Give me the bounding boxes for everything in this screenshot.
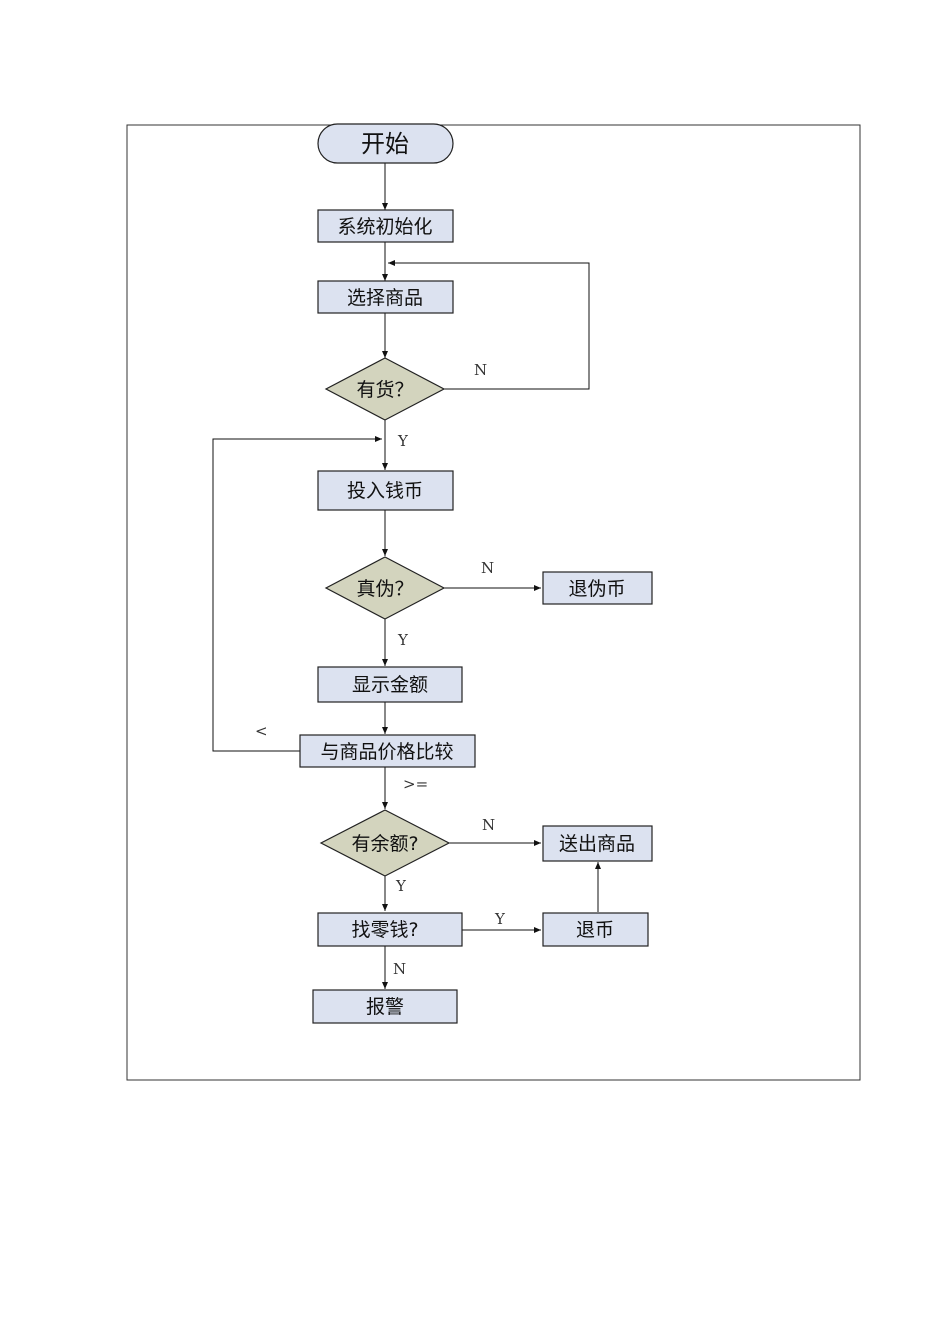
stock-no-label: N <box>474 361 487 379</box>
edge-stock-no-loop <box>388 260 590 390</box>
change-no-label: N <box>393 960 406 978</box>
insert-label: 投入钱币 <box>347 480 423 502</box>
less-label: < <box>255 722 268 740</box>
node-balance: 有余额? <box>319 809 451 877</box>
alarm-label: 报警 <box>366 996 404 1018</box>
node-insert: 投入钱币 <box>317 470 454 511</box>
node-refund: 退币 <box>542 912 649 947</box>
in-stock-diamond <box>324 357 446 421</box>
genuine-yes-label: Y <box>397 631 409 649</box>
balance-diamond <box>319 809 451 877</box>
edge-compare-less-loop <box>212 436 382 752</box>
node-compare: 与商品价格比较 <box>299 734 476 768</box>
genuine-diamond <box>324 556 446 620</box>
greater-equal-label: >= <box>403 775 428 793</box>
diagram-frame <box>126 124 861 1081</box>
balance-label: 有余额? <box>351 833 418 855</box>
change-label: 找零钱? <box>351 919 418 941</box>
change-box <box>317 912 463 947</box>
genuine-label: 真伪？ <box>356 578 413 600</box>
node-in-stock: 有货？ <box>324 357 446 421</box>
refund-label: 退币 <box>576 919 614 941</box>
balance-no-label: N <box>482 816 495 834</box>
node-change: 找零钱? <box>317 912 463 947</box>
compare-label: 与商品价格比较 <box>320 741 453 763</box>
stock-yes-label: Y <box>397 432 409 450</box>
start-terminal-shape <box>317 123 454 164</box>
node-show-amount: 显示金额 <box>317 666 463 703</box>
deliver-box <box>542 825 653 862</box>
node-start: 开始 <box>317 123 454 164</box>
refund-box <box>542 912 649 947</box>
node-genuine: 真伪？ <box>324 556 446 620</box>
in-stock-label: 有货？ <box>356 379 413 401</box>
refund-fake-box <box>542 571 653 605</box>
deliver-label: 送出商品 <box>559 833 635 855</box>
change-yes-label: Y <box>494 910 506 928</box>
start-label: 开始 <box>361 130 409 158</box>
select-box <box>317 280 454 314</box>
init-box <box>317 209 454 243</box>
balance-yes-label: Y <box>395 877 407 895</box>
genuine-no-label: N <box>481 559 494 577</box>
connectors <box>212 163 601 989</box>
select-label: 选择商品 <box>347 287 423 309</box>
node-select: 选择商品 <box>317 280 454 314</box>
show-amount-label: 显示金额 <box>352 674 428 696</box>
show-amount-box <box>317 666 463 703</box>
node-init: 系统初始化 <box>317 209 454 243</box>
node-deliver: 送出商品 <box>542 825 653 862</box>
node-refund-fake: 退伪币 <box>542 571 653 605</box>
init-label: 系统初始化 <box>337 216 432 238</box>
node-alarm: 报警 <box>312 989 458 1024</box>
alarm-box <box>312 989 458 1024</box>
compare-box <box>299 734 476 768</box>
insert-box <box>317 470 454 511</box>
refund-fake-label: 退伪币 <box>568 578 625 600</box>
